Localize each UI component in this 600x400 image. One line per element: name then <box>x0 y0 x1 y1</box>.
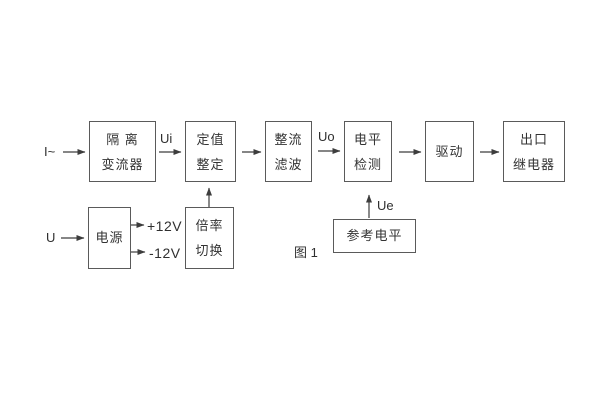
block-level-detection-line2: 检测 <box>353 156 382 172</box>
block-rectifier-filter-line1: 整流 <box>274 131 303 147</box>
block-rectifier-filter: 整流 滤波 <box>265 121 312 182</box>
block-setting-adjust-line1: 定值 <box>196 131 225 147</box>
label-plus-12v: +12V <box>147 218 183 234</box>
label-ue: Ue <box>377 198 394 213</box>
block-setting-adjust: 定值 整定 <box>185 121 236 182</box>
block-ratio-switching: 倍率 切换 <box>185 207 234 269</box>
label-input-voltage: U <box>46 230 56 245</box>
block-isolation-transformer: 隔 离 变流器 <box>89 121 156 182</box>
block-output-relay: 出口 继电器 <box>503 121 565 182</box>
block-level-detection: 电平 检测 <box>344 121 392 182</box>
block-isolation-transformer-line1: 隔 离 <box>106 131 139 147</box>
block-ratio-switching-line1: 倍率 <box>195 218 224 233</box>
block-isolation-transformer-line2: 变流器 <box>101 156 144 172</box>
figure-caption: 图 1 <box>294 245 318 260</box>
block-level-detection-line1: 电平 <box>353 131 382 147</box>
block-setting-adjust-line2: 整定 <box>196 156 225 172</box>
label-ui: Ui <box>160 131 173 146</box>
block-power-supply: 电源 <box>88 207 131 269</box>
block-driver: 驱动 <box>425 121 474 182</box>
label-uo: Uo <box>318 129 335 144</box>
block-power-supply-line1: 电源 <box>95 230 124 245</box>
block-output-relay-line1: 出口 <box>519 131 548 147</box>
block-reference-level: 参考电平 <box>333 219 416 253</box>
label-input-current: I~ <box>44 144 56 159</box>
block-output-relay-line2: 继电器 <box>512 156 555 172</box>
label-minus-12v: -12V <box>149 245 181 261</box>
block-rectifier-filter-line2: 滤波 <box>274 156 303 172</box>
block-reference-level-line1: 参考电平 <box>346 228 403 243</box>
block-driver-line1: 驱动 <box>435 143 464 159</box>
block-ratio-switching-line2: 切换 <box>195 243 224 258</box>
